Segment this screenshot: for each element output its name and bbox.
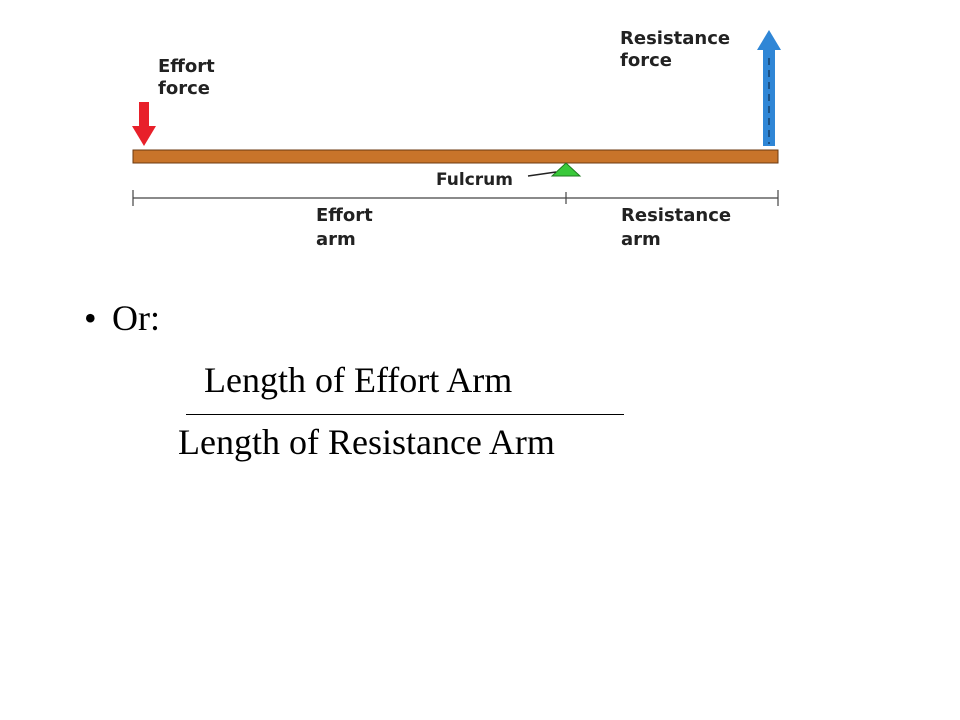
bullet-item: • Or: [84, 300, 160, 336]
bullet-marker: • [84, 298, 97, 338]
dimension-line [132, 190, 779, 206]
lever-bar [132, 149, 779, 164]
fraction-numerator: Length of Effort Arm [204, 360, 513, 400]
fulcrum-pointer [527, 171, 557, 177]
fraction-bar [186, 414, 624, 415]
bullet-text: Or: [112, 298, 160, 338]
fulcrum-triangle [550, 162, 582, 177]
effort-force-label: Effort force [158, 56, 221, 99]
fraction-denominator: Length of Resistance Arm [178, 422, 555, 462]
effort-force-arrow [132, 102, 156, 146]
resistance-arm-label: Resistance arm [621, 205, 737, 250]
resistance-force-label: Resistance force [620, 28, 736, 71]
fulcrum-label: Fulcrum [436, 170, 513, 190]
lever-diagram: Effort force Resistance force Fulcrum Ef… [132, 28, 781, 250]
resistance-force-arrow [757, 30, 781, 146]
effort-arm-label: Effort arm [316, 205, 379, 250]
